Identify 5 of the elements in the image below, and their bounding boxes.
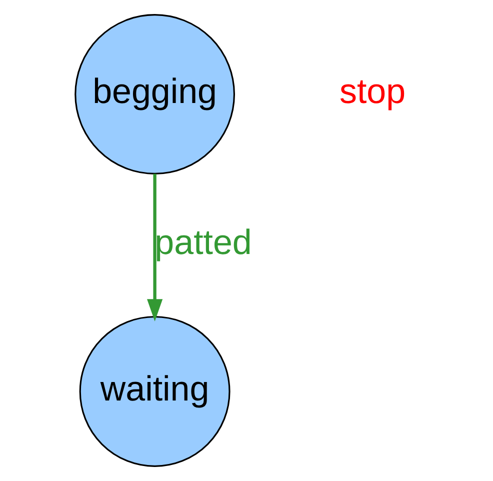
- arrow: [146, 174, 162, 322]
- node-circle: waiting: [78, 316, 230, 467]
- label: stop: [339, 72, 406, 112]
- edge-label: patted: [154, 223, 252, 262]
- node-circle: begging: [74, 14, 235, 174]
